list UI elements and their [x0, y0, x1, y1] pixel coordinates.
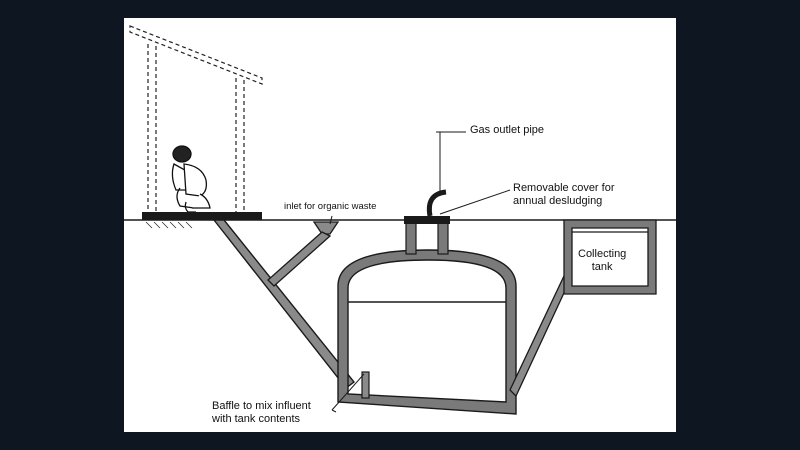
leader-lines: [329, 131, 511, 413]
baffle-label-line2: with tank contents: [212, 412, 301, 425]
organic-waste-inlet-funnel: [312, 221, 340, 235]
manhole-neck-right-wall: [437, 221, 449, 255]
baffle: [361, 371, 370, 399]
collecting-tank-label: Collecting tank: [578, 248, 626, 273]
digester-wall: [337, 249, 517, 415]
removable-cover-label-line2: annual desludging: [513, 194, 603, 207]
latrine-slab: [142, 212, 262, 220]
squatting-person-figure: [171, 145, 211, 213]
baffle-label: Baffle to mix influent with tank content…: [212, 400, 311, 425]
gas-outlet-pipe: [426, 189, 447, 217]
inlet-organic-waste-label: inlet for organic waste: [284, 201, 377, 212]
biogas-digester-diagram: [124, 25, 676, 415]
baffle-label-line1: Baffle to mix influent: [212, 400, 311, 412]
collecting-tank-label-line2: tank: [591, 260, 613, 273]
manhole-neck-left-wall: [405, 221, 417, 255]
removable-cover-label: Removable cover for annual desludging: [513, 182, 615, 207]
removable-cover: [404, 216, 450, 224]
collecting-tank-wall: [563, 219, 657, 295]
soil-hatching: [145, 221, 193, 229]
outlet-pipe: [509, 275, 571, 398]
latrine-shelter: [129, 25, 263, 214]
diagram-canvas: Gas outlet pipe Removable cover for annu…: [124, 18, 676, 432]
gas-outlet-pipe-label: Gas outlet pipe: [470, 124, 544, 136]
organic-waste-inlet-pipe: [267, 231, 332, 287]
latrine-inlet-pipe: [212, 219, 355, 389]
removable-cover-label-line1: Removable cover for: [513, 182, 615, 194]
collecting-tank-label-line1: Collecting: [578, 248, 627, 260]
